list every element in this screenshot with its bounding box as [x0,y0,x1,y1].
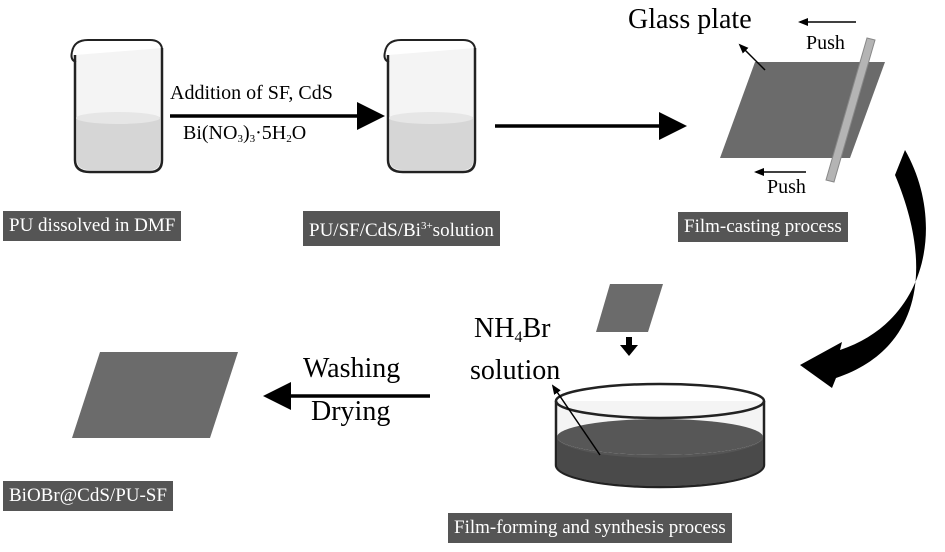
film-sheet [596,284,663,332]
bi-sub3: 2 [286,133,292,145]
annotation-drying: Drying [311,396,391,427]
label-solution: PU/SF/CdS/Bi3+solution [303,211,500,246]
annotation-nh4br: NH4Br [474,313,550,347]
solution-prefix: PU/SF/CdS/Bi [309,220,421,241]
product-film [72,352,238,438]
label-product: BiOBr@CdS/PU-SF [3,481,173,511]
bi-sub2: 3 [249,133,256,145]
bi-sub1: 3 [237,133,243,145]
solution-suffix: solution [432,220,494,241]
label-pu-dmf: PU dissolved in DMF [3,211,182,241]
nh4br-sub: 4 [514,329,523,346]
petri-dish [551,382,766,489]
down-arrow [620,337,638,356]
label-film-casting: Film-casting process [678,212,848,242]
glass-plate [720,18,885,183]
annotation-push-bottom: Push [767,176,806,198]
beaker-pu-sf-cds-bi [383,39,477,174]
annotation-solution: solution [470,355,561,386]
bi-end: O [291,122,307,144]
nh4br-prefix: NH [474,313,515,344]
annotation-bi-nitrate: Bi(NO3)3·5H2O [183,122,306,145]
bi-mid: ) [242,122,250,144]
bi-suffix: ·5H [255,122,287,144]
annotation-glass-plate: Glass plate [628,4,752,35]
bi-prefix: Bi(NO [183,122,238,144]
beaker-pu-dmf [70,39,164,174]
annotation-addition: Addition of SF, CdS [170,82,333,104]
annotation-washing: Washing [303,353,401,384]
label-film-forming: Film-forming and synthesis process [448,513,732,543]
solution-sup: 3+ [420,220,433,232]
annotation-push-top: Push [806,32,845,54]
curved-arrow [800,150,926,388]
nh4br-suffix: Br [522,313,551,344]
